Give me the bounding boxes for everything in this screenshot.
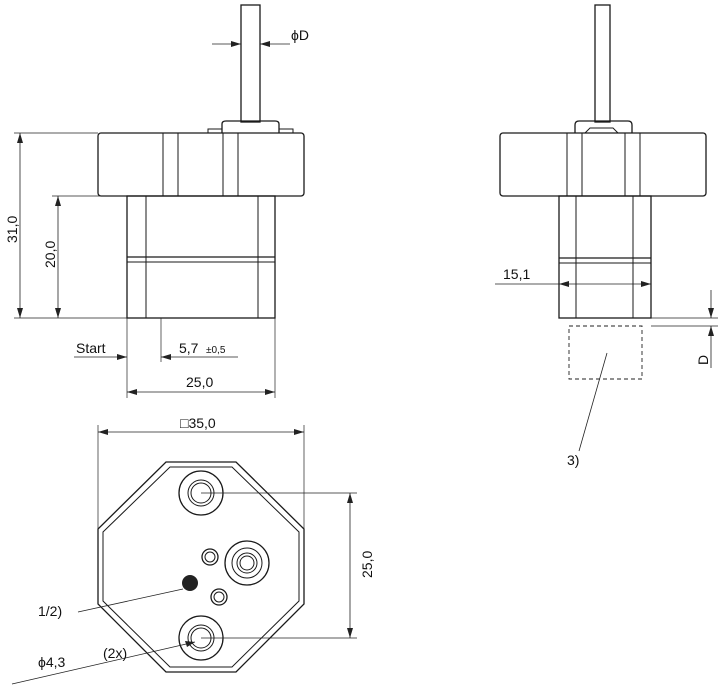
height-31-dimension: 31,0 xyxy=(4,132,127,319)
dim-15-1-dimension: 15,1 xyxy=(495,266,651,287)
shaft-boss xyxy=(224,540,270,586)
diameter-d-label: D xyxy=(299,27,309,43)
hole-diameter-symbol: ϕ xyxy=(38,654,46,670)
dim-4-3-label: 4,3 xyxy=(46,654,66,670)
square-35-dimension: □35,0 xyxy=(97,415,305,529)
dim-15-1-label: 15,1 xyxy=(503,266,530,282)
top-view: □35,0 25,0 1/2) ϕ4,3 (2x) xyxy=(11,415,375,685)
dim-25-bottom-label: 25,0 xyxy=(186,374,213,390)
diameter-d-dimension: ϕD xyxy=(212,27,309,47)
tolerance-label: ±0,5 xyxy=(206,345,226,356)
dim-35-label: 35,0 xyxy=(188,415,215,431)
svg-text:ϕD: ϕD xyxy=(291,27,309,43)
gap-d-dimension: D xyxy=(651,290,718,368)
start-dimension: Start 5,7 ±0,5 xyxy=(74,318,238,398)
note-3-label: 3) xyxy=(567,452,579,468)
svg-text:□35,0: □35,0 xyxy=(180,415,216,431)
height-20-dimension: 20,0 xyxy=(42,195,127,318)
dim-5-7-label: 5,7 xyxy=(179,340,199,356)
dim-25-right-label: 25,0 xyxy=(359,551,375,578)
gap-d-label: D xyxy=(695,355,711,365)
hole-spacing-25-dimension: 25,0 xyxy=(201,492,375,639)
diameter-symbol: ϕ xyxy=(291,27,299,43)
note-12-label: 1/2) xyxy=(38,603,62,619)
dim-31-label: 31,0 xyxy=(4,216,20,243)
dim-20-label: 20,0 xyxy=(42,241,58,268)
start-marker-dot xyxy=(182,575,198,591)
count-2x-label: (2x) xyxy=(103,645,127,661)
target-outline xyxy=(568,325,643,380)
square-symbol: □ xyxy=(180,415,189,431)
svg-text:ϕ4,3: ϕ4,3 xyxy=(38,654,66,670)
width-25-dimension: 25,0 xyxy=(127,318,276,398)
start-label: Start xyxy=(76,340,106,356)
side-view: 15,1 D 3) xyxy=(495,4,718,468)
front-view: ϕD 31,0 20,0 Start 5,7 xyxy=(4,4,309,398)
